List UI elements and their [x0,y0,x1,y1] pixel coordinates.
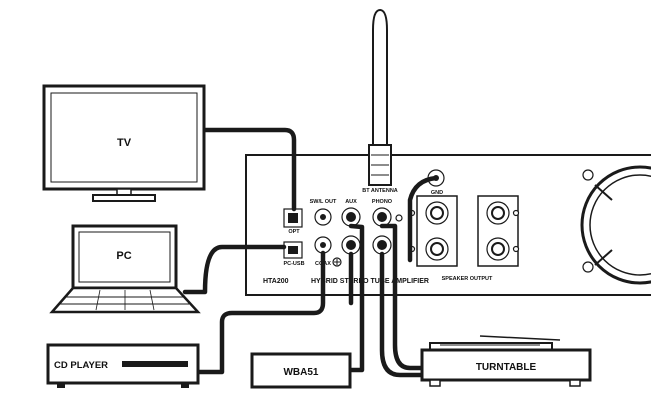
phono-label: PHONO [372,199,393,205]
swl-out-label: SW/L OUT [310,199,337,205]
tv-device: TV [42,84,206,202]
turntable-label: TURNTABLE [476,362,537,373]
pc-usb-cable [182,244,287,295]
tv-optical-cable [202,127,297,212]
gnd-label: GND [431,190,443,196]
wba51-device: WBA51 [250,352,352,389]
pc-usb-label: PC-USB [283,261,304,267]
wba51-aux-cable [347,223,365,373]
speaker-output-right [477,195,520,267]
bt-antenna-label: BT ANTENNA [362,188,398,194]
tv-label: TV [117,137,132,149]
speaker-output-left [408,195,458,267]
cables [182,127,439,378]
cd-player-label: CD PLAYER [54,360,108,371]
screw-icon [582,261,594,273]
cd-coax-cable [195,250,326,375]
disc-tray-icon [122,361,188,367]
wba51-label: WBA51 [283,367,318,378]
bt-antenna-icon [368,8,392,186]
speaker-output-label: SPEAKER OUTPUT [442,276,493,282]
model-label: HTA200 [263,278,289,285]
opt-label: OPT [288,229,300,235]
turntable-phono-cable-2 [379,251,428,378]
screw-icon [582,169,594,181]
pc-label: PC [116,250,131,262]
amplifier-name-label: HYBRID STEREO TUBE AMPLIFIER [311,278,429,285]
turntable-device: TURNTABLE [420,335,592,387]
gnd-cable [407,175,439,263]
aux-label: AUX [345,199,357,205]
turntable-phono-cable [379,223,428,371]
amplifier: BT ANTENNA GND SW/L OUT AUX PHONO OPT PC… [245,8,651,296]
cd-player-device: CD PLAYER [46,343,200,388]
pc-device: PC [49,224,201,314]
fan-grille [580,165,651,285]
